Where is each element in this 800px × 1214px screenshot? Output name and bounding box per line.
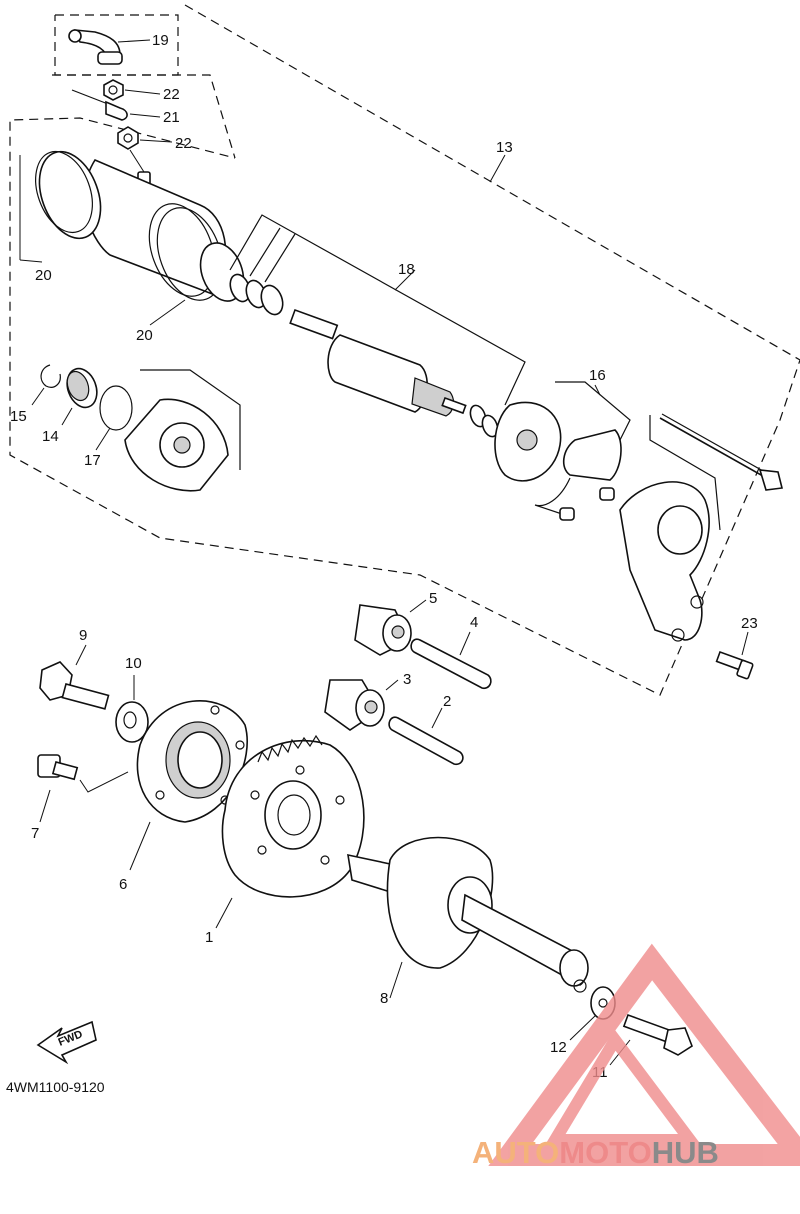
callout-20-lower: 20 (136, 327, 153, 344)
diagram-code: 4WM1100-9120 (6, 1079, 105, 1095)
callout-5: 5 (429, 590, 437, 607)
part-15-circlip (31, 364, 61, 406)
part-10-washer (115, 675, 149, 743)
long-through-bolt (649, 413, 783, 531)
callout-22-lower: 22 (175, 135, 192, 152)
part-3-idle-gear (324, 679, 399, 731)
watermark-brand: AUTOMOTOHUB (472, 1135, 719, 1170)
front-cover (124, 369, 241, 492)
thrust-washers (229, 214, 526, 406)
part-14-bearing (61, 367, 98, 426)
part-23-bolt (715, 631, 754, 680)
callout-20-left: 20 (35, 267, 52, 284)
part-22-nut-upper (103, 79, 161, 101)
callout-23: 23 (741, 615, 758, 632)
armature-washers (469, 404, 499, 438)
callout-14: 14 (42, 428, 59, 445)
starter-yoke (35, 150, 245, 302)
part-9-bolt (39, 644, 110, 710)
callout-7: 7 (31, 825, 39, 842)
watermark-auto: AUTO (472, 1135, 559, 1170)
callout-16: 16 (589, 367, 606, 384)
svg-text:AUTOMOTOHUB: AUTOMOTOHUB (472, 1135, 719, 1170)
callout-2: 2 (443, 693, 451, 710)
part-8-gear-shaft (347, 836, 589, 999)
watermark-moto: MOTO (559, 1135, 651, 1170)
rear-cover-bracket (619, 481, 710, 642)
callout-1: 1 (205, 929, 213, 946)
part-18-armature (289, 269, 467, 417)
callout-8: 8 (380, 990, 388, 1007)
callout-22-upper: 22 (163, 86, 180, 103)
part-1-starter-wheel-gear (215, 734, 365, 929)
callout-18: 18 (398, 261, 415, 278)
part-7-bolt (37, 754, 129, 823)
callout-10: 10 (125, 655, 142, 672)
watermark-triangle-icon (488, 943, 800, 1166)
callout-12: 12 (550, 1039, 567, 1056)
starter-assembly-outline (9, 4, 800, 696)
watermark-hub: HUB (652, 1135, 719, 1170)
part-11-bolt (609, 1013, 693, 1066)
callout-13: 13 (496, 139, 513, 156)
callout-9: 9 (79, 627, 87, 644)
fwd-arrow-icon: FWD (36, 1020, 97, 1065)
part-16-brush-holder (494, 381, 631, 521)
callout-19: 19 (152, 32, 169, 49)
callout-17: 17 (84, 452, 101, 469)
callout-4: 4 (470, 614, 478, 631)
part-20-o-ring-leads (19, 155, 186, 326)
part-5-idle-gear (354, 599, 427, 656)
callout-21: 21 (163, 109, 180, 126)
part-6-starter-clutch (129, 700, 248, 871)
part-19-lead-cap (68, 29, 151, 65)
callout-3: 3 (403, 671, 411, 688)
part-13-lead (489, 154, 506, 183)
part-4-shaft (410, 631, 492, 690)
part-21-lead-terminal (71, 89, 161, 121)
part-17-o-ring (95, 385, 133, 451)
part-2-shaft (388, 707, 464, 766)
callout-15: 15 (10, 408, 27, 425)
callout-6: 6 (119, 876, 127, 893)
